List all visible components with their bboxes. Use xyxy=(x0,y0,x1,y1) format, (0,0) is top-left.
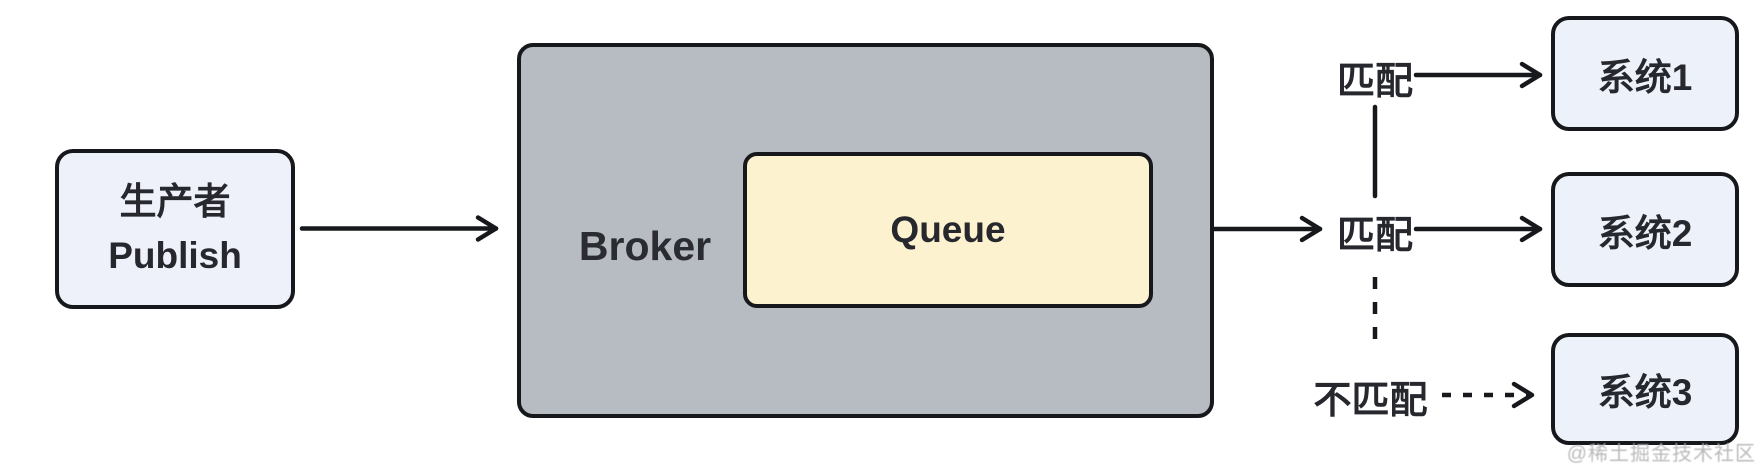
system-1-node: 系统1 xyxy=(1551,16,1739,131)
queue-label: Queue xyxy=(890,209,1006,250)
watermark: @稀土掘金技术社区 xyxy=(1566,443,1756,465)
edge-label-no-match: 不匹配 xyxy=(1313,379,1428,422)
edge-label-match-middle: 匹配 xyxy=(1336,214,1413,257)
system-1-label: 系统1 xyxy=(1597,56,1693,98)
system-3-label: 系统3 xyxy=(1597,372,1693,413)
producer-label-cn: 生产者 xyxy=(119,181,231,222)
broker-label: Broker xyxy=(578,222,712,269)
edge-label-match-top: 匹配 xyxy=(1336,60,1413,103)
queue-box: Queue xyxy=(743,152,1153,308)
system-3-node: 系统3 xyxy=(1551,333,1739,445)
producer-node: 生产者 Publish xyxy=(55,149,295,309)
system-2-node: 系统2 xyxy=(1551,172,1739,287)
producer-label-en: Publish xyxy=(108,235,242,276)
system-2-label: 系统2 xyxy=(1597,212,1693,254)
